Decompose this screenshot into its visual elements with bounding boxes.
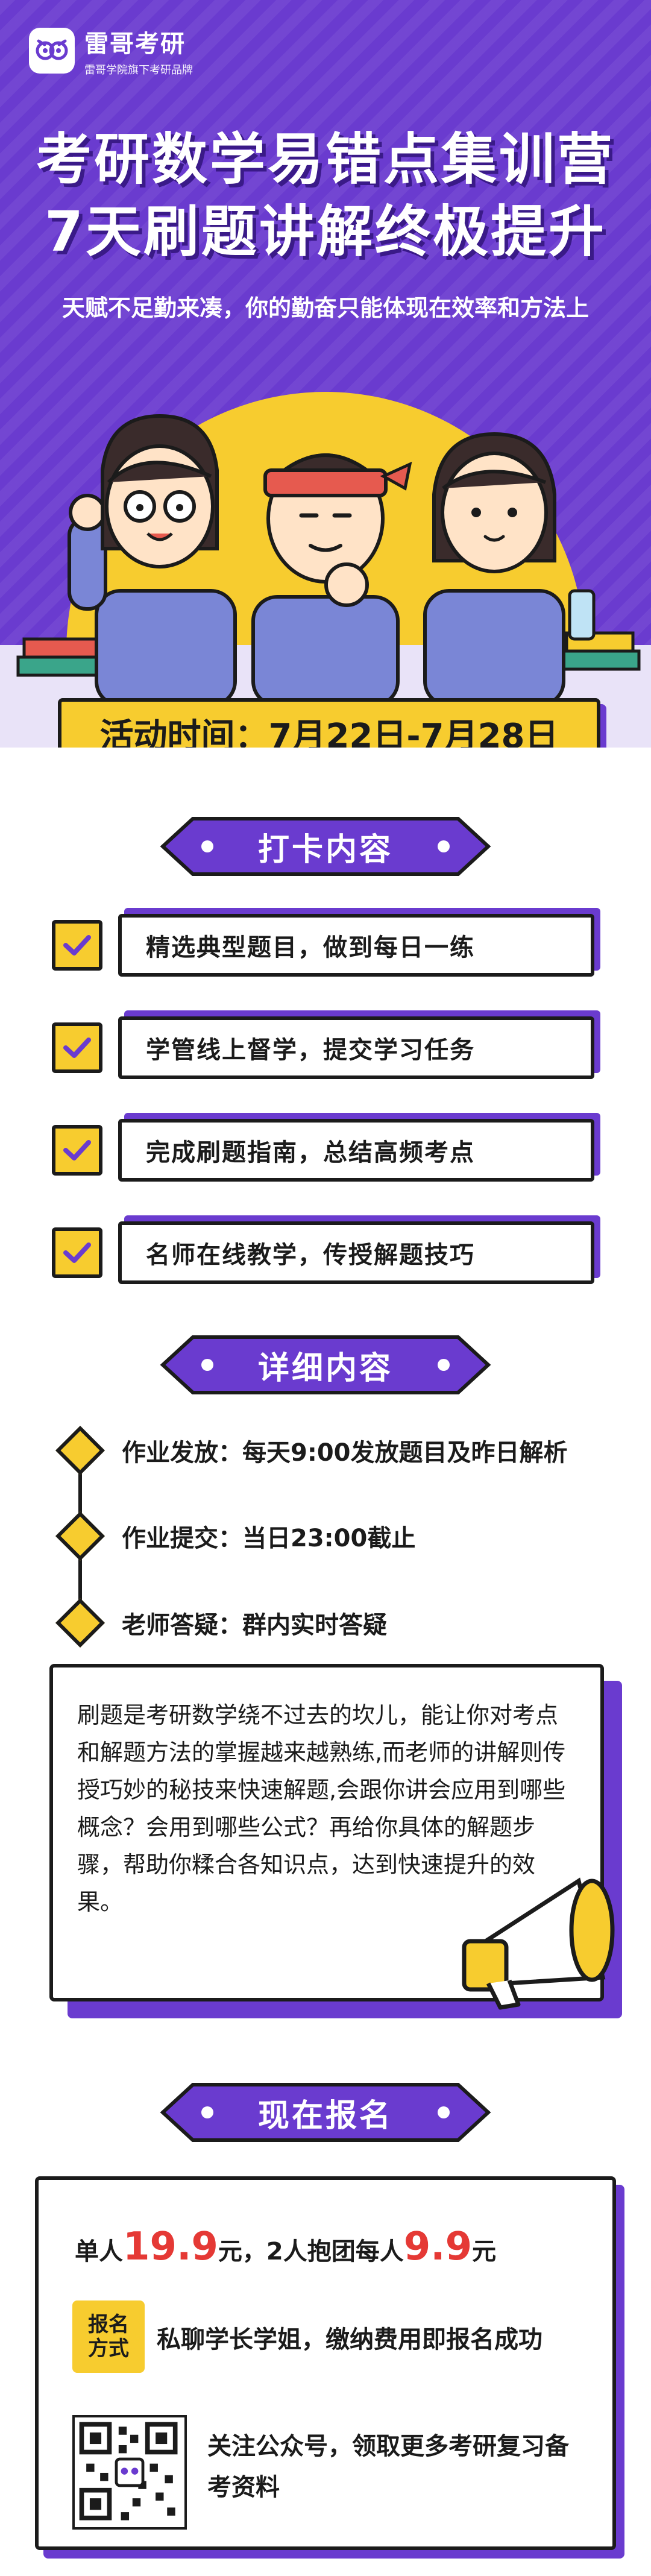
checkin-item: 名师在线教学，传授解题技巧	[52, 1217, 594, 1289]
price-group: 9.9	[403, 2225, 473, 2269]
brand-name: 雷哥考研	[84, 30, 186, 58]
students-illustration	[16, 414, 641, 705]
diamond-bullet-icon	[55, 1598, 105, 1648]
megaphone-icon	[462, 1877, 615, 2010]
details-heading: 详细内容	[159, 1334, 492, 1396]
qr-code-icon[interactable]	[72, 2415, 187, 2530]
timeline-item: 作业提交：当日23:00截止	[55, 1511, 416, 1561]
check-icon	[52, 1227, 102, 1278]
hero-slogan: 天赋不足勤来凑，你的勤奋只能体现在效率和方法上	[61, 295, 589, 321]
brand-subtitle: 雷哥学院旗下考研品牌	[84, 64, 193, 77]
heading-tag-shape	[160, 2083, 491, 2142]
hero-banner: 雷哥考研 雷哥学院旗下考研品牌 考研数学易错点集训营 7天刷题讲解终极提升 天赋…	[0, 0, 651, 748]
follow-account-text: 关注公众号，领取更多考研复习备考资料	[207, 2433, 569, 2501]
diamond-bullet-icon	[55, 1425, 105, 1476]
timeline-item: 作业发放：每天9:00发放题目及昨日解析	[55, 1425, 568, 1476]
registration-card: 单人19.9元，2人抱团每人9.9元 报名 方式 私聊学长学姐，缴纳费用即报名成…	[35, 2176, 616, 2550]
signup-method-text: 私聊学长学姐，缴纳费用即报名成功	[157, 2326, 542, 2354]
price-single-suffix: 元，2人抱团每人	[218, 2238, 404, 2266]
timeline-item-label: 作业提交：当日23:00截止	[122, 1525, 416, 1552]
timeline-item-label: 作业发放：每天9:00发放题目及昨日解析	[122, 1439, 568, 1467]
check-icon	[52, 920, 102, 971]
owl-logo-icon	[29, 28, 75, 74]
timeline-item: 老师答疑：群内实时答疑	[55, 1598, 387, 1648]
heading-tag-shape	[160, 1335, 491, 1394]
main-title-line1: 考研数学易错点集训营	[36, 127, 615, 192]
check-icon	[52, 1125, 102, 1176]
checkin-item: 完成刷题指南，总结高频考点	[52, 1114, 594, 1186]
heading-tag-shape	[160, 817, 491, 876]
checkin-item-label: 完成刷题指南，总结高频考点	[118, 1119, 594, 1182]
checkin-item-label: 学管线上督学，提交学习任务	[118, 1016, 594, 1079]
register-heading: 现在报名	[159, 2081, 492, 2144]
signup-method-badge: 报名 方式	[72, 2300, 145, 2373]
brand-logo[interactable]: 雷哥考研 雷哥学院旗下考研品牌	[29, 24, 193, 77]
checkin-item-label: 名师在线教学，传授解题技巧	[118, 1221, 594, 1284]
timeline-item-label: 老师答疑：群内实时答疑	[122, 1611, 387, 1639]
details-heading-label: 详细内容	[257, 1350, 393, 1387]
badge-line1: 报名	[88, 2313, 129, 2337]
register-heading-label: 现在报名	[257, 2097, 393, 2134]
badge-line2: 方式	[88, 2337, 129, 2361]
checkin-item: 精选典型题目，做到每日一练	[52, 909, 594, 981]
checkin-heading: 打卡内容	[159, 815, 492, 878]
check-icon	[52, 1022, 102, 1073]
price-single-prefix: 单人	[75, 2238, 123, 2266]
price-group-suffix: 元	[472, 2238, 497, 2266]
checkin-item-label: 精选典型题目，做到每日一练	[118, 914, 594, 977]
description-text: 刷题是考研数学绕不过去的坎儿，能让你对考点和解题方法的掌握越来越熟练,而老师的讲…	[77, 1702, 566, 1915]
event-date-banner: 活动时间：7月22日-7月28日	[58, 698, 600, 748]
checkin-heading-label: 打卡内容	[257, 831, 393, 868]
price-line: 单人19.9元，2人抱团每人9.9元	[75, 2225, 496, 2269]
diamond-bullet-icon	[55, 1511, 105, 1561]
checkin-item: 学管线上督学，提交学习任务	[52, 1012, 594, 1084]
main-title-line2: 7天刷题讲解终极提升	[44, 200, 606, 264]
price-single: 19.9	[123, 2225, 218, 2269]
